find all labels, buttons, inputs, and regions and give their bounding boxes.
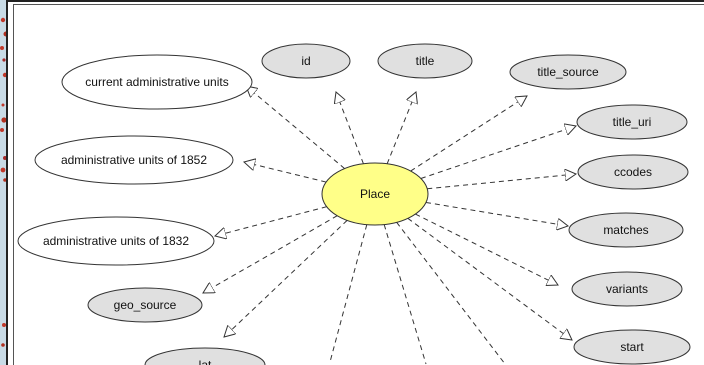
node-shape bbox=[61, 54, 253, 110]
node-label: Place bbox=[360, 187, 390, 201]
map-dots bbox=[0, 17, 9, 347]
node-variants[interactable]: variants bbox=[571, 271, 683, 307]
nodes-layer: current administrative units administrati… bbox=[17, 43, 691, 365]
edge-place-to-matches bbox=[425, 201, 568, 226]
node-start[interactable]: start bbox=[573, 329, 691, 365]
edge-place-to-current bbox=[246, 86, 345, 169]
edge-place-to-id bbox=[336, 92, 364, 164]
node-shape bbox=[573, 329, 691, 365]
node-label: lat bbox=[199, 358, 212, 365]
node-shape bbox=[87, 287, 203, 323]
edge-place-to-ccodes bbox=[427, 174, 576, 190]
node-label: administrative units of 1832 bbox=[43, 234, 189, 248]
edge-offscreen-2 bbox=[383, 224, 427, 365]
node-shape bbox=[261, 43, 351, 79]
node-id[interactable]: id bbox=[261, 43, 351, 79]
edge-place-to-title-uri bbox=[420, 126, 576, 179]
node-shape bbox=[568, 212, 684, 248]
node-shape bbox=[144, 347, 266, 365]
node-shape bbox=[509, 54, 627, 90]
node-geo[interactable]: geo_source bbox=[87, 287, 203, 323]
node-label: title_source bbox=[537, 65, 599, 79]
edge-place-to-start bbox=[407, 217, 572, 340]
edge-offscreen-1 bbox=[329, 224, 368, 363]
edge-place-to-title bbox=[386, 92, 416, 165]
edge-place-to-geo bbox=[203, 215, 338, 293]
node-title-source[interactable]: title_source bbox=[509, 54, 627, 90]
node-label: geo_source bbox=[114, 298, 177, 312]
node-label: title_uri bbox=[613, 115, 652, 129]
node-label: variants bbox=[606, 282, 648, 296]
node-title-uri[interactable]: title_uri bbox=[576, 104, 688, 140]
node-label: start bbox=[620, 340, 644, 354]
node-label: current administrative units bbox=[85, 75, 228, 89]
node-shape bbox=[34, 135, 234, 185]
node-shape bbox=[17, 216, 215, 266]
node-shape bbox=[321, 162, 429, 226]
node-place-center[interactable]: Place bbox=[321, 162, 429, 226]
node-lat[interactable]: lat bbox=[144, 347, 266, 365]
node-label: administrative units of 1852 bbox=[61, 153, 207, 167]
node-1852[interactable]: administrative units of 1852 bbox=[34, 135, 234, 185]
node-shape bbox=[577, 154, 689, 190]
node-shape bbox=[571, 271, 683, 307]
edge-place-to-title-source bbox=[410, 96, 527, 172]
node-title[interactable]: title bbox=[377, 43, 473, 79]
node-1832[interactable]: administrative units of 1832 bbox=[17, 216, 215, 266]
node-shape bbox=[377, 43, 473, 79]
node-label: id bbox=[301, 54, 310, 68]
node-label: ccodes bbox=[614, 165, 652, 179]
edge-offscreen-3 bbox=[396, 221, 506, 365]
node-matches[interactable]: matches bbox=[568, 212, 684, 248]
node-current[interactable]: current administrative units bbox=[61, 54, 253, 110]
node-label: matches bbox=[603, 223, 648, 237]
node-shape bbox=[576, 104, 688, 140]
node-ccodes[interactable]: ccodes bbox=[577, 154, 689, 190]
edges-layer bbox=[203, 86, 576, 365]
node-label: title bbox=[416, 54, 435, 68]
edge-place-to-lat bbox=[224, 220, 348, 337]
edge-place-to-1852 bbox=[244, 162, 327, 183]
edge-place-to-1832 bbox=[215, 206, 327, 236]
